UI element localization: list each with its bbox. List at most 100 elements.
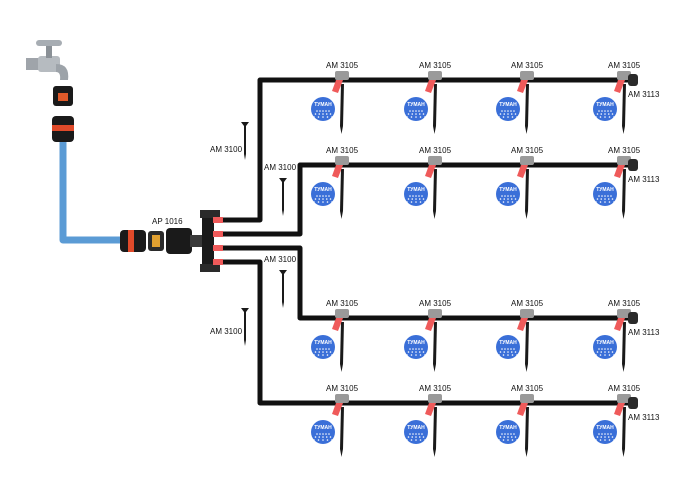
sprayer-stake	[525, 84, 529, 134]
mist-badge-text: ТУМАН	[499, 425, 517, 431]
tube-stake	[241, 122, 249, 160]
sprayer-nozzle	[517, 403, 528, 416]
end-plug	[628, 159, 638, 171]
sprayer-connector	[335, 156, 349, 165]
sprayer-connector	[617, 71, 631, 80]
mist-badge-icon: ТУМАН	[404, 335, 428, 359]
sprayer-nozzle	[425, 80, 436, 93]
mist-badge-icon: ТУМАН	[311, 335, 335, 359]
sprayer-nozzle	[614, 165, 625, 178]
drip-tube	[223, 162, 632, 237]
sprayer-nozzle	[425, 165, 436, 178]
sprayer-label: AM 3105	[419, 61, 452, 70]
sprayer-label: AM 3105	[608, 384, 641, 393]
sprayer-connector	[335, 71, 349, 80]
drip-tube	[223, 245, 632, 321]
sprayer-connector	[617, 156, 631, 165]
mist-badge-icon: ТУМАН	[404, 97, 428, 121]
tap-connector	[53, 86, 73, 106]
sprayer-connector	[617, 309, 631, 318]
mist-badge-text: ТУМАН	[407, 425, 425, 431]
mist-badge-icon: ТУМАН	[496, 97, 520, 121]
sprayer-stake	[622, 407, 626, 457]
sprayer-stake	[340, 169, 344, 219]
mist-badge-icon: ТУМАН	[496, 182, 520, 206]
end-plug	[628, 397, 638, 409]
stake-label: AM 3100	[210, 327, 243, 336]
sprayer-label: AM 3105	[326, 146, 359, 155]
sprayer-connector	[335, 309, 349, 318]
sprayer-nozzle	[332, 318, 343, 331]
sprayer-label: AM 3105	[511, 299, 544, 308]
mist-badge-text: ТУМАН	[596, 340, 614, 346]
sprayer-stake	[340, 84, 344, 134]
drip-tube	[223, 259, 632, 406]
sprayer-connector	[335, 394, 349, 403]
mist-badge-icon: ТУМАН	[593, 182, 617, 206]
mist-badge-text: ТУМАН	[499, 102, 517, 108]
sprayer-connector	[428, 156, 442, 165]
end-plug	[628, 74, 638, 86]
sprayer-connector	[520, 156, 534, 165]
mist-badge-text: ТУМАН	[499, 187, 517, 193]
mist-badge-icon: ТУМАН	[593, 335, 617, 359]
mist-badge-text: ТУМАН	[596, 425, 614, 431]
mist-badge-icon: ТУМАН	[311, 97, 335, 121]
end-plug-label: AM 3113	[628, 175, 660, 184]
mist-badge-icon: ТУМАН	[496, 420, 520, 444]
sprayer-nozzle	[425, 318, 436, 331]
sprayer-connector	[617, 394, 631, 403]
tube-stake	[279, 178, 287, 216]
sprayer-nozzle	[332, 80, 343, 93]
mist-badge-icon: ТУМАН	[311, 420, 335, 444]
sprayer-stake	[340, 407, 344, 457]
sprayer-label: AM 3105	[511, 146, 544, 155]
sprayer-stake	[525, 322, 529, 372]
end-plug-label: AM 3113	[628, 90, 660, 99]
mist-badge-text: ТУМАН	[499, 340, 517, 346]
mist-badge-icon: ТУМАН	[593, 420, 617, 444]
sprayer-label: AM 3105	[326, 299, 359, 308]
adapter-ap1016	[148, 228, 202, 254]
stake-label: AM 3100	[210, 145, 243, 154]
sprayer-nozzle	[425, 403, 436, 416]
sprayer-nozzle	[332, 403, 343, 416]
mist-badge-icon: ТУМАН	[404, 182, 428, 206]
mist-badge-icon: ТУМАН	[593, 97, 617, 121]
sprayer-connector	[520, 394, 534, 403]
sprayer-nozzle	[517, 318, 528, 331]
sprayer-nozzle	[332, 165, 343, 178]
sprayer-label: AM 3105	[511, 61, 544, 70]
sprayer-label: AM 3105	[419, 146, 452, 155]
hose-connector-top	[52, 116, 74, 142]
sprayer-stake	[622, 84, 626, 134]
sprayer-connector	[428, 394, 442, 403]
sprayer-connector	[428, 309, 442, 318]
sprayer-label: AM 3105	[511, 384, 544, 393]
sprayer-nozzle	[517, 165, 528, 178]
mist-badge-text: ТУМАН	[407, 187, 425, 193]
sprayer-label: AM 3105	[608, 146, 641, 155]
mist-badge-icon: ТУМАН	[311, 182, 335, 206]
sprayer-nozzle	[614, 318, 625, 331]
mist-badge-text: ТУМАН	[596, 187, 614, 193]
sprayer-stake	[622, 322, 626, 372]
end-plug-label: AM 3113	[628, 328, 660, 337]
tube-stake	[279, 270, 287, 308]
sprayer-label: AM 3105	[608, 61, 641, 70]
